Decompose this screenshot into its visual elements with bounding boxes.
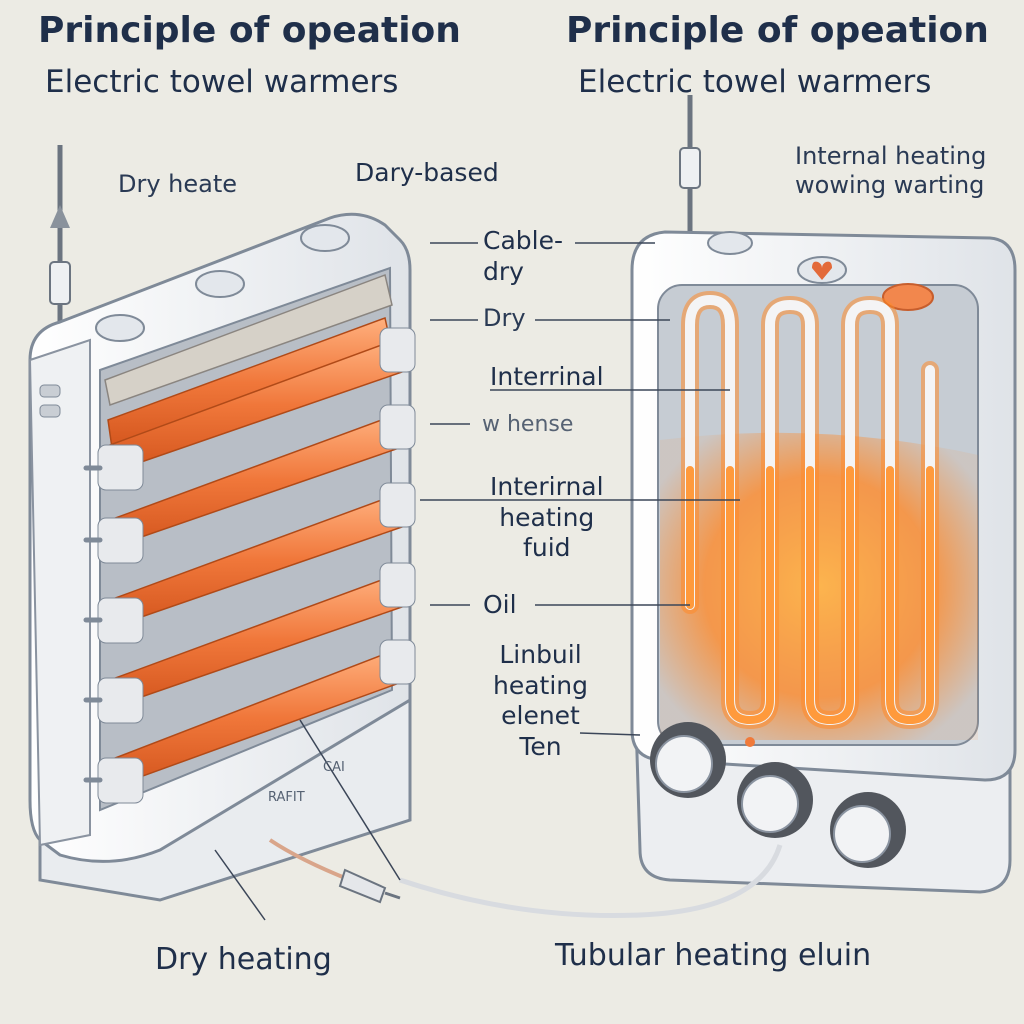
label-internal-heating-fluid: Interirnal heating fuid: [490, 472, 604, 562]
bottom-label-tubular-heating: Tubular heating eluin: [555, 938, 872, 973]
dial-icon: [737, 762, 813, 838]
right-heater: [399, 95, 1017, 919]
button-icon: [707, 231, 753, 255]
left-base-text-2: CAI: [323, 760, 345, 775]
coil-element: [97, 482, 416, 644]
label-built-in-heating-element-ten: Linbuil heating elenet Ten: [493, 640, 589, 761]
right-antenna: [679, 95, 701, 250]
right-subtitle: Electric towel warmers: [578, 64, 932, 100]
button-icon: [882, 283, 934, 311]
dial-icon: [830, 792, 906, 868]
dial-icon: [650, 722, 726, 798]
left-side-panel: [28, 338, 91, 847]
coil-element: [104, 273, 393, 450]
coil-element: [97, 639, 416, 804]
button-icon: [95, 314, 145, 342]
leader-lines: [214, 242, 740, 921]
label-oil: Oil: [483, 590, 517, 619]
coil-element: [97, 404, 416, 564]
coil-element: [97, 562, 416, 724]
left-base-text: RAFIT: [268, 790, 305, 805]
plug-icon: [338, 868, 387, 904]
label-hense: w hense: [482, 412, 574, 437]
button-icon: [195, 270, 245, 298]
label-dary-based: Dary-based: [355, 158, 499, 187]
right-title: Principle of opeation: [566, 10, 989, 51]
left-subtitle: Electric towel warmers: [45, 64, 399, 100]
indicator-dot: [745, 737, 755, 747]
left-antenna: [49, 145, 71, 340]
left-heater: [28, 145, 416, 904]
label-dry-heate: Dry heate: [118, 170, 238, 198]
label-dry: Dry: [483, 304, 526, 332]
bottom-label-dry-heating: Dry heating: [155, 942, 332, 977]
left-title: Principle of opeation: [38, 10, 461, 51]
label-interrinal: Interrinal: [490, 362, 604, 391]
button-icon: [300, 224, 350, 252]
left-power-cable: [268, 838, 351, 882]
left-coils: [83, 273, 416, 804]
label-cable-dry: Cable- dry: [483, 226, 563, 286]
label-internal-heating-right: Internal heating wowing warting: [795, 142, 987, 200]
right-power-cable: [399, 844, 783, 919]
coil-element: [97, 327, 416, 491]
